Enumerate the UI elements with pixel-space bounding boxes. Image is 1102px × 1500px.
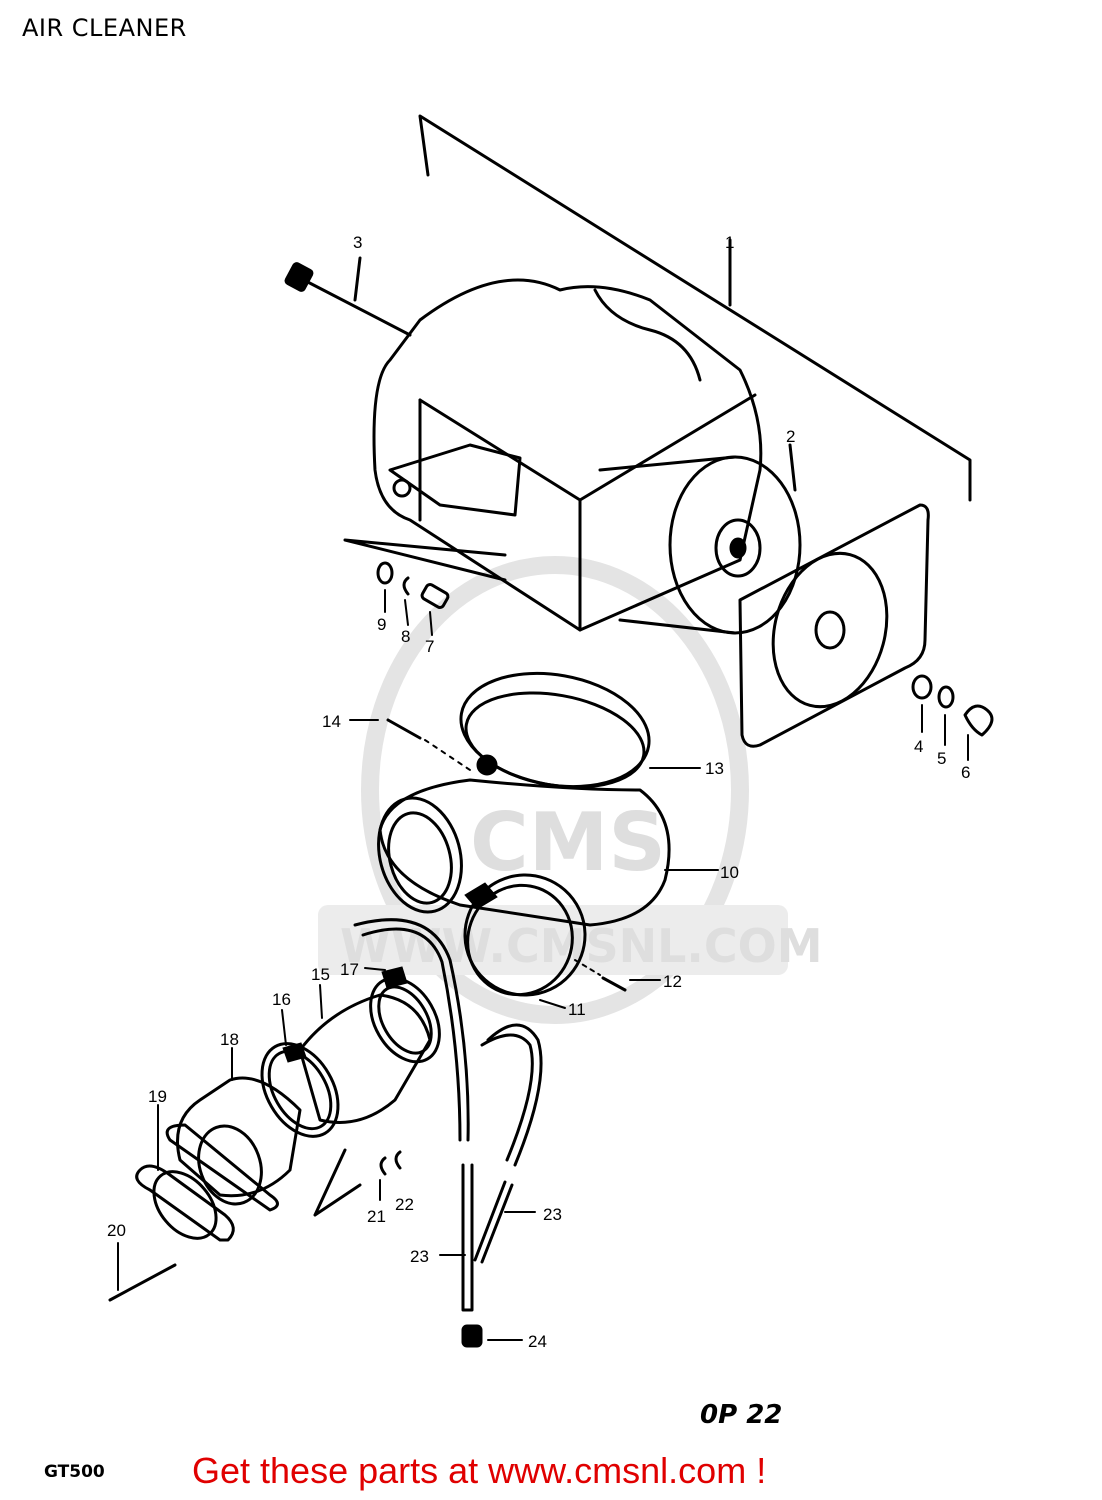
part-13-clamp [459, 671, 701, 789]
parts-15-16-17-joint [260, 966, 441, 1138]
parts-9-8-7-fasteners [376, 561, 450, 636]
callout-6: 6 [961, 763, 970, 782]
parts-4-5-6-fasteners [911, 674, 994, 761]
callout-14: 14 [322, 712, 341, 731]
callout-13: 13 [705, 759, 724, 778]
callout-7: 7 [425, 637, 434, 656]
callout-4: 4 [914, 737, 923, 756]
parts-21-22-washers [313, 1148, 402, 1217]
get-parts-link[interactable]: Get these parts at www.cmsnl.com ! [192, 1450, 767, 1491]
callout-15: 15 [311, 965, 330, 984]
diagram-code: 0P 22 [700, 1400, 783, 1430]
callout-22: 22 [395, 1195, 414, 1214]
callout-24: 24 [528, 1332, 547, 1351]
part-12-screw [574, 959, 661, 992]
part-24-clip [461, 1324, 523, 1348]
callout-8: 8 [401, 627, 410, 646]
callout-10: 10 [720, 863, 739, 882]
callout-5: 5 [937, 749, 946, 768]
part-2-filter-element [598, 443, 802, 635]
part-cover-plate [738, 503, 930, 748]
model-label: GT500 [44, 1462, 105, 1482]
callout-1: 1 [725, 233, 734, 252]
breather-hoses [353, 918, 543, 1312]
callout-21: 21 [367, 1207, 386, 1226]
part-1-air-cleaner-case [343, 278, 763, 632]
watermark-brand: CMS [470, 796, 666, 889]
callout-labels: 1 2 3 4 5 6 7 8 9 10 11 12 13 14 15 16 1… [107, 233, 970, 1351]
callout-23-upper: 23 [543, 1205, 562, 1224]
callout-20: 20 [107, 1221, 126, 1240]
callout-18: 18 [220, 1030, 239, 1049]
part-3-bolt [284, 256, 412, 337]
callout-9: 9 [377, 615, 386, 634]
page-title: AIR CLEANER [22, 14, 187, 42]
callout-11: 11 [568, 1000, 586, 1019]
callout-23-lower: 23 [410, 1247, 429, 1266]
part-19-gasket [135, 1104, 235, 1242]
callout-2: 2 [786, 427, 795, 446]
callout-3: 3 [353, 233, 362, 252]
callout-12: 12 [663, 972, 682, 991]
assembly-bracket [418, 114, 972, 502]
part-20-stud [108, 1242, 177, 1302]
part-14-screw [349, 718, 471, 771]
watermark-site: WWW.CMSNL.COM [340, 919, 823, 973]
callout-16: 16 [272, 990, 291, 1009]
callout-19: 19 [148, 1087, 167, 1106]
cmsnl-watermark: CMS WWW.CMSNL.COM [318, 556, 823, 1024]
part-18-intake-pipe [165, 1047, 302, 1212]
part-11-clamp [463, 873, 587, 1009]
callout-17: 17 [340, 960, 359, 979]
part-10-intake-boot [377, 778, 719, 927]
